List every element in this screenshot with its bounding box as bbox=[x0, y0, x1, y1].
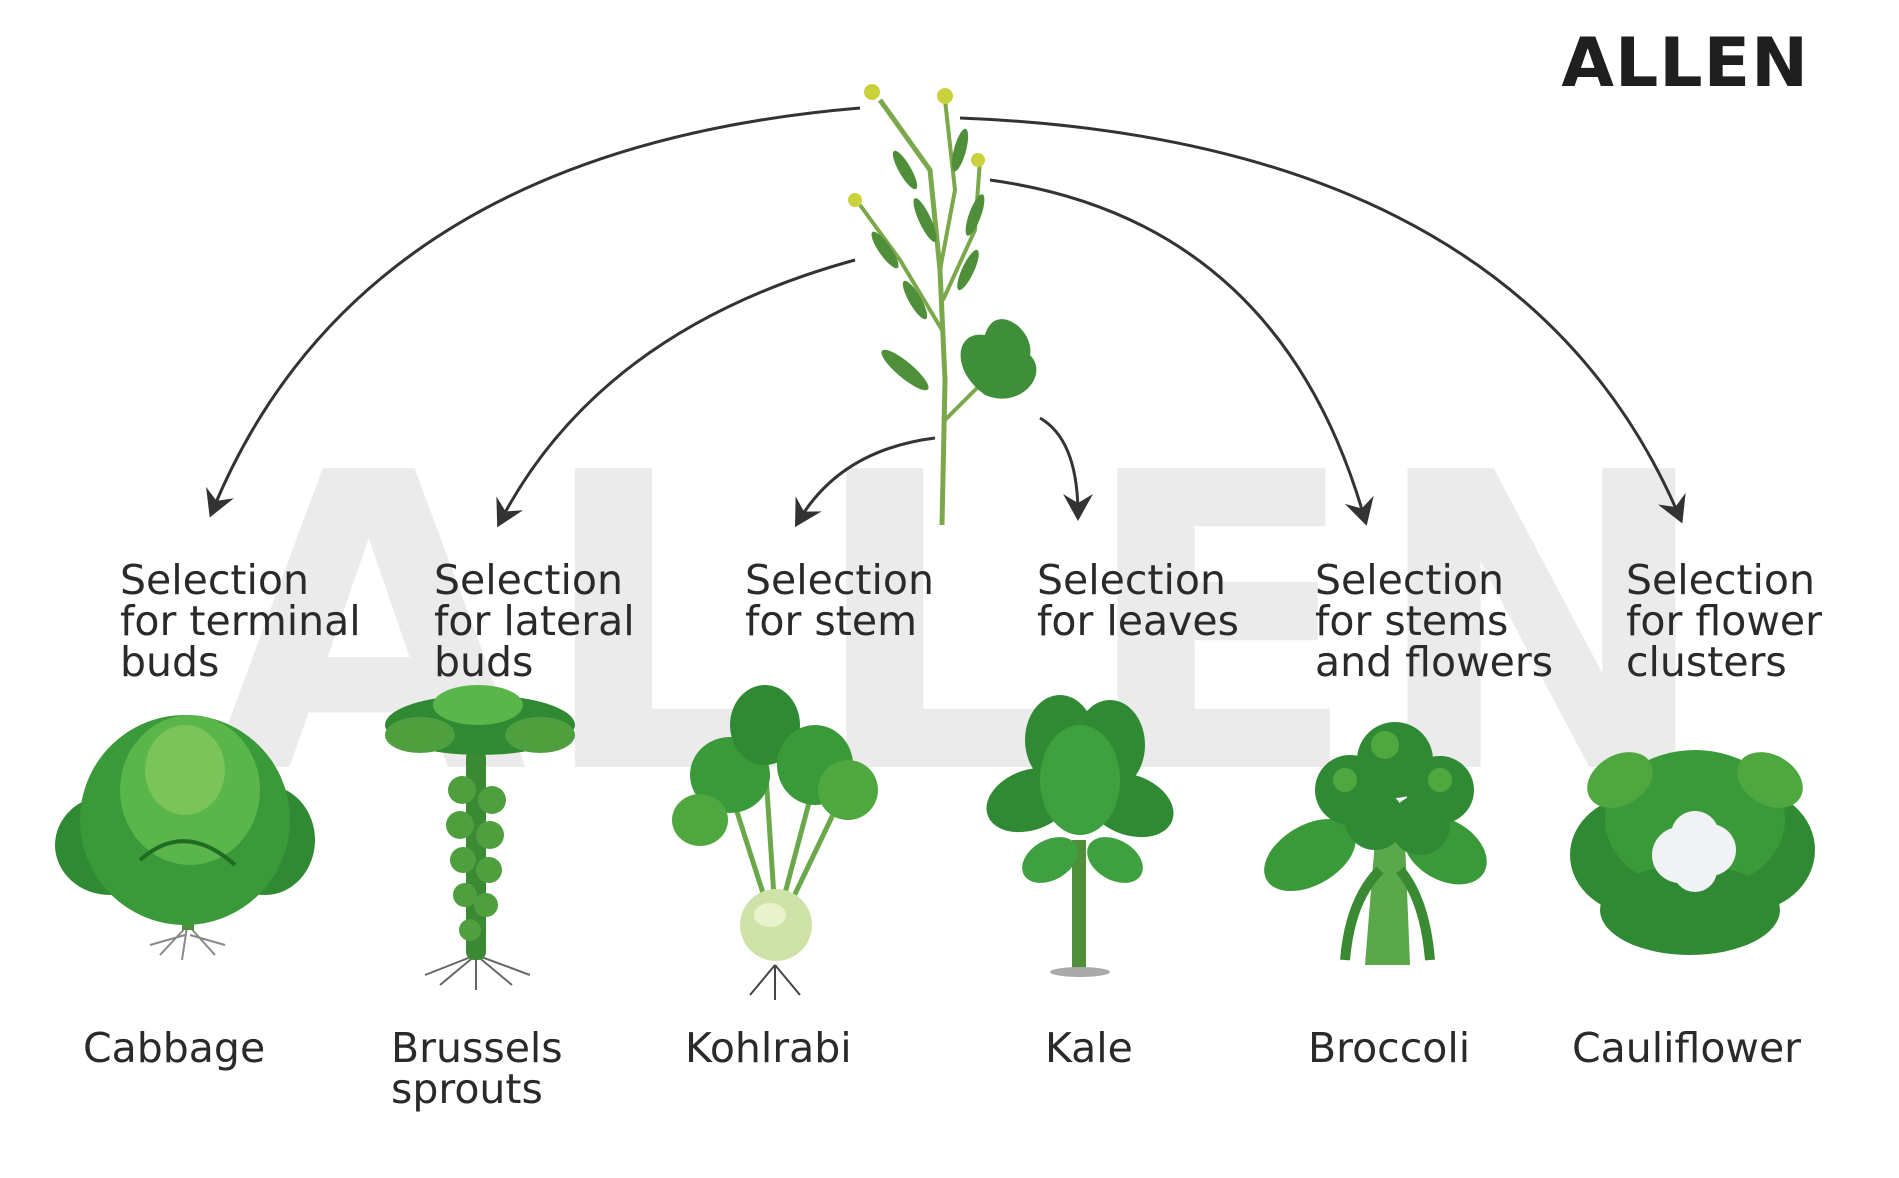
arrow-brussels bbox=[496, 258, 856, 528]
arrow-kohlrabi bbox=[794, 436, 936, 528]
arrow-cauliflower bbox=[959, 116, 1686, 524]
arrow-broccoli bbox=[989, 178, 1374, 526]
vegetable-name-cauliflower: Cauliflower bbox=[1572, 1024, 1802, 1072]
selection-label-lateral-buds: Selection for lateral buds bbox=[434, 556, 635, 686]
vegetable-name-kohlrabi: Kohlrabi bbox=[685, 1024, 852, 1072]
wild-mustard-plant bbox=[848, 84, 1037, 526]
cauliflower-plant bbox=[1570, 750, 1815, 955]
kale-plant bbox=[986, 695, 1174, 977]
vegetable-name-kale: Kale bbox=[1045, 1024, 1133, 1072]
brussels-sprouts-plant bbox=[385, 685, 575, 990]
selection-label-leaves: Selection for leaves bbox=[1037, 556, 1239, 645]
vegetable-name-brussels-sprouts: Brussels sprouts bbox=[391, 1024, 563, 1113]
selection-label-stem: Selection for stem bbox=[745, 556, 934, 645]
allen-logo: ALLEN bbox=[1561, 24, 1809, 103]
cabbage-plant bbox=[55, 715, 315, 961]
vegetable-name-cabbage: Cabbage bbox=[83, 1024, 266, 1072]
arrow-cabbage bbox=[206, 106, 861, 518]
arrow-kale bbox=[1039, 416, 1093, 521]
watermark: ALLEN bbox=[210, 386, 1724, 864]
broccoli-plant bbox=[1264, 722, 1487, 965]
selection-label-terminal-buds: Selection for terminal buds bbox=[120, 556, 361, 686]
vegetable-name-broccoli: Broccoli bbox=[1308, 1024, 1471, 1072]
selection-label-flower-clusters: Selection for flower clusters bbox=[1626, 556, 1822, 686]
kohlrabi-plant bbox=[672, 685, 878, 1000]
selection-label-stems-and-flowers: Selection for stems and flowers bbox=[1315, 556, 1554, 686]
